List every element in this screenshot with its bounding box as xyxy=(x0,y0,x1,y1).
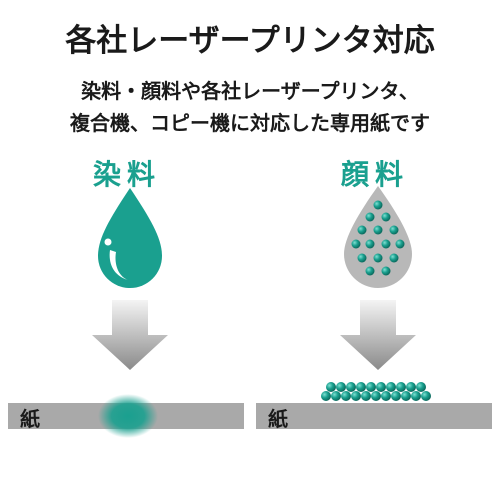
subtitle-line-1: 染料・顔料や各社レーザープリンタ、 xyxy=(81,79,419,103)
dye-soak-mark xyxy=(98,394,158,438)
pigment-layer xyxy=(321,382,431,401)
down-arrow-icon xyxy=(340,300,416,370)
dye-drop-icon xyxy=(98,188,162,288)
pigment-label: 顔料 xyxy=(340,158,409,191)
down-arrow-icon xyxy=(92,300,168,370)
subtitle-line-2: 複合機、コピー機に対応した専用紙です xyxy=(70,111,430,135)
page-title: 各社レーザープリンタ対応 xyxy=(65,23,435,59)
paper-label-right: 紙 xyxy=(268,407,288,431)
paper-strip-right xyxy=(256,403,492,429)
pigment-drop-icon xyxy=(344,186,412,288)
paper-label-left: 紙 xyxy=(20,407,40,431)
dye-label: 染料 xyxy=(92,158,161,191)
